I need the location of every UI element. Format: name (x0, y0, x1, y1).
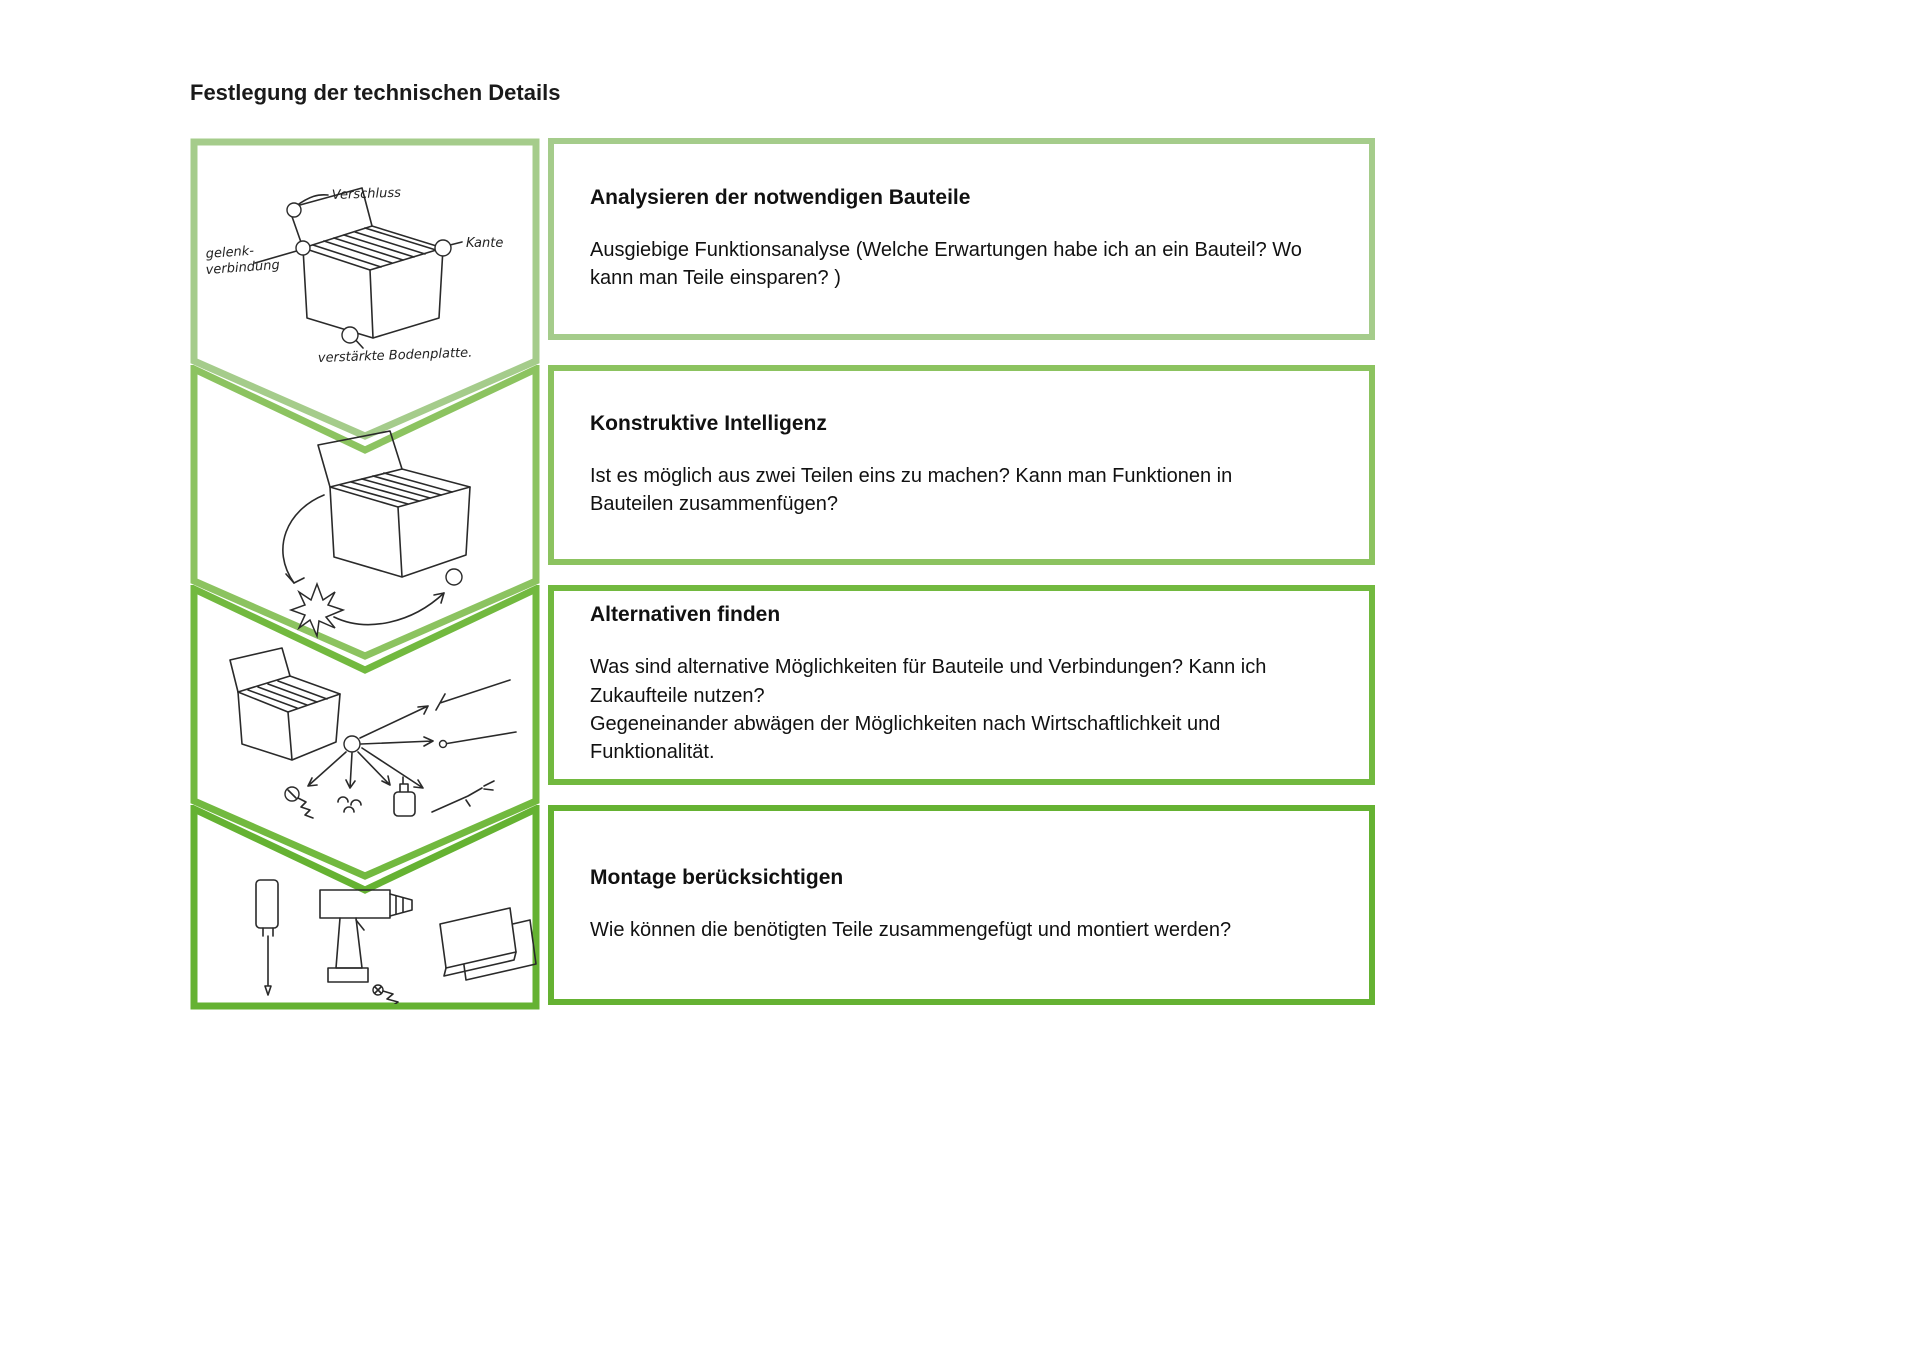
step1-body: Ausgiebige Funktionsanalyse (Welche Erwa… (590, 238, 1302, 289)
step2-title: Konstruktive Intelligenz (590, 411, 827, 435)
boards-icon (439, 907, 537, 981)
nail-icon (435, 679, 511, 711)
step4-title: Montage berücksichtigen (590, 865, 844, 889)
box-drawing (229, 647, 341, 761)
step1-box: Analysieren der notwendigen Bauteile Aus… (548, 138, 1375, 340)
step1-chevron (190, 138, 540, 440)
step4-body: Wie können die benötigten Teile zusammen… (590, 918, 1232, 941)
label-hinge-1: gelenk- (205, 244, 255, 262)
step2-box: Konstruktive Intelligenz Ist es möglich … (548, 365, 1375, 565)
label-edge: Kante (466, 236, 503, 251)
tools-assembly-sketch (255, 879, 537, 1004)
screwdriver-icon (255, 879, 279, 996)
step3-body: Was sind alternative Möglichkeiten für B… (590, 656, 1267, 764)
label-base: verstärkte Bodenplatte. (318, 346, 473, 366)
label-latch: Verschluss (332, 186, 402, 203)
callout-nodes (286, 202, 452, 344)
spark-star (288, 581, 346, 639)
annotated-box-sketch: Verschluss Kante gelenk- verbindung vers… (205, 186, 503, 366)
glue-bottle-icon (393, 776, 416, 817)
pin-icon (438, 731, 517, 749)
label-hinge-2: verbindung (205, 258, 280, 278)
rivets-icon (337, 796, 362, 813)
handwritten-labels: Verschluss Kante gelenk- verbindung vers… (205, 186, 503, 366)
radiating-arrows (307, 705, 434, 789)
step2-body: Ist es möglich aus zwei Teilen eins zu m… (590, 464, 1233, 515)
box-alternatives-sketch (229, 647, 517, 819)
screw-icon (284, 786, 314, 819)
box-drawing (282, 430, 471, 626)
hub-node (343, 735, 361, 753)
torch-icon (431, 780, 495, 813)
step4-box: Montage berücksichtigen Wie können die b… (548, 805, 1375, 1005)
page-title: Festlegung der technischen Details (190, 80, 561, 105)
chevron-shape (190, 138, 540, 440)
step1-title: Analysieren der notwendigen Bauteile (590, 185, 971, 209)
step3-title: Alternativen finden (590, 603, 781, 627)
box-drawing (254, 187, 463, 349)
screw-small-icon (372, 984, 399, 1004)
corner-node (445, 568, 463, 586)
drill-icon (319, 889, 413, 983)
box-merge-spark-sketch (282, 430, 471, 639)
step3-box: Alternativen finden Was sind alternative… (548, 585, 1375, 785)
